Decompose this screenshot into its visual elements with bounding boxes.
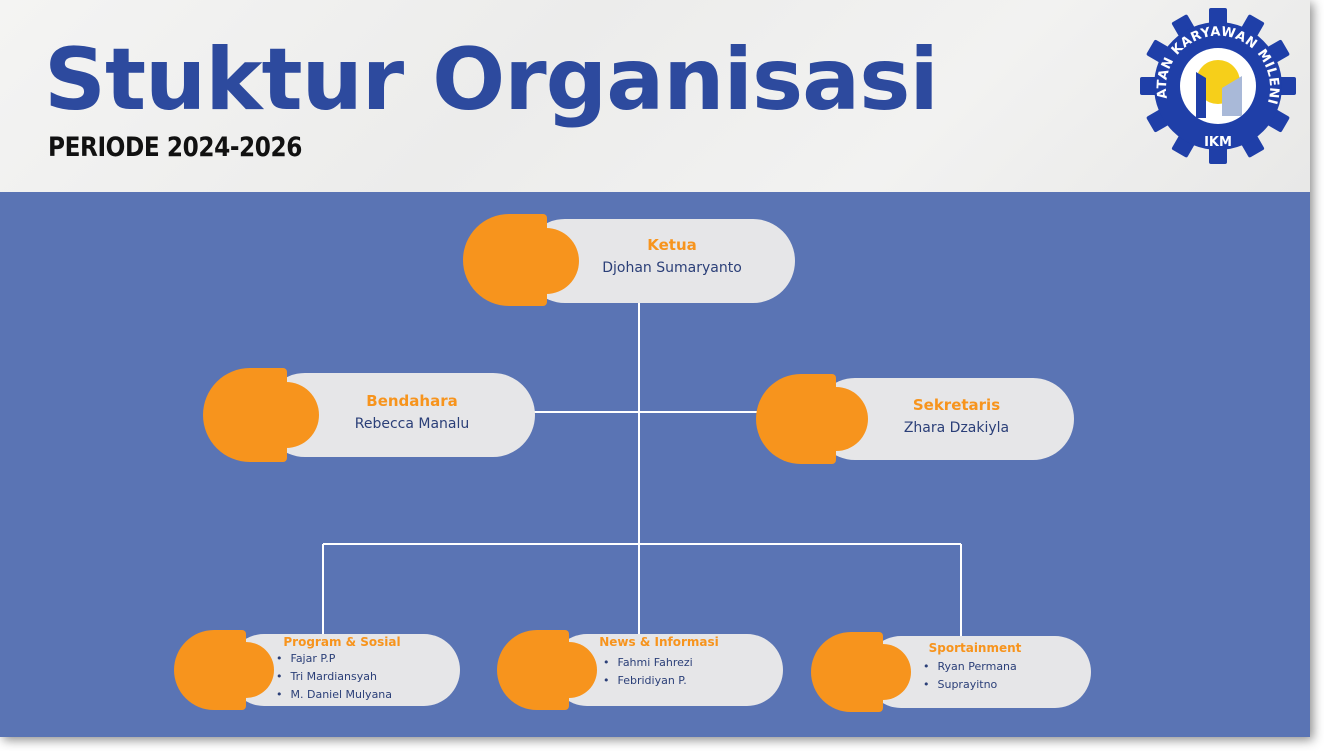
member-item: Febridiyan P. xyxy=(603,672,727,690)
member-item: M. Daniel Mulyana xyxy=(276,686,410,704)
node-role: Sekretaris xyxy=(912,396,1001,414)
period-subtitle: PERIODE 2024-2026 xyxy=(48,132,302,163)
node-division-news-informasi: News & Informasi Fahmi Fahrezi Febridiya… xyxy=(497,630,783,710)
node-bendahara: Bendahara Rebecca Manalu xyxy=(203,368,535,462)
node-division-sportainment: Sportainment Ryan Permana Suprayitno xyxy=(811,632,1091,712)
ikm-logo: IKATAN KARYAWAN MILENIA IKM xyxy=(1138,6,1296,164)
building-right-icon xyxy=(1222,76,1242,116)
building-left-icon xyxy=(1196,72,1206,118)
member-list: Ryan Permana Suprayitno xyxy=(923,658,1035,694)
orange-bulge xyxy=(531,642,597,698)
header-band: Stuktur Organisasi PERIODE 2024-2026 xyxy=(0,0,1310,192)
node-role: Sportainment xyxy=(928,641,1022,655)
node-role: News & Informasi xyxy=(599,635,719,649)
orange-bulge xyxy=(503,228,579,294)
node-name: Rebecca Manalu xyxy=(354,416,470,432)
member-item: Tri Mardiansyah xyxy=(276,668,410,686)
orange-bulge xyxy=(243,382,319,448)
slide: Stuktur Organisasi PERIODE 2024-2026 xyxy=(0,0,1310,737)
orange-bulge xyxy=(794,387,868,451)
node-role: Ketua xyxy=(647,236,697,254)
node-division-program-sosial: Program & Sosial Fajar P.P Tri Mardiansy… xyxy=(174,630,460,710)
member-item: Fahmi Fahrezi xyxy=(603,654,727,672)
page-title: Stuktur Organisasi xyxy=(44,30,939,130)
node-role: Program & Sosial xyxy=(283,635,401,649)
orange-bulge xyxy=(208,642,274,698)
node-name: Djohan Sumaryanto xyxy=(602,260,742,276)
node-name: Zhara Dzakiyla xyxy=(903,420,1010,436)
member-list: Fajar P.P Tri Mardiansyah M. Daniel Muly… xyxy=(276,650,410,704)
node-role: Bendahara xyxy=(366,392,458,410)
member-item: Fajar P.P xyxy=(276,650,410,668)
orange-bulge xyxy=(845,644,911,700)
member-list: Fahmi Fahrezi Febridiyan P. xyxy=(603,654,727,690)
node-sekretaris: Sekretaris Zhara Dzakiyla xyxy=(756,374,1074,464)
member-item: Ryan Permana xyxy=(923,658,1035,676)
member-item: Suprayitno xyxy=(923,676,1035,694)
node-ketua: Ketua Djohan Sumaryanto xyxy=(463,214,795,306)
logo-short-text: IKM xyxy=(1204,135,1232,150)
org-connector-lines xyxy=(322,300,962,655)
